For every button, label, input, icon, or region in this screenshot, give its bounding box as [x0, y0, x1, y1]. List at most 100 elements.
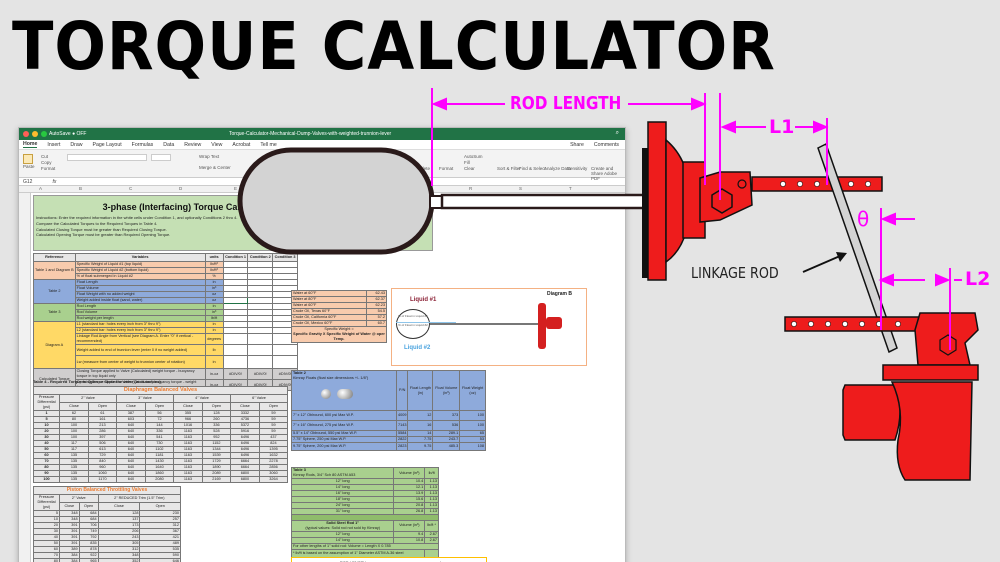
merge-center-button[interactable]: Merge & Center [199, 165, 231, 170]
tell-me-search[interactable]: Tell me [260, 141, 277, 148]
table1-note: Specific Weight =Specific Gravity X Spec… [291, 326, 387, 343]
table3-title: Table 3 [293, 468, 306, 473]
table2-title: Table 2 [293, 371, 306, 376]
tab-home[interactable]: Home [23, 141, 38, 148]
tab-formulas[interactable]: Formulas [131, 141, 154, 148]
torque-cell: 2080 [144, 476, 174, 483]
pressure-header: Pressure Differential (psi) [33, 394, 60, 411]
cut-button[interactable]: Cut [41, 154, 49, 159]
analyze-data-button[interactable]: Analyze Data [544, 166, 571, 171]
name-box[interactable]: G12 [23, 178, 33, 185]
lower-hex-nut-icon [939, 334, 957, 356]
dimension-callouts [431, 88, 962, 350]
comments-button[interactable]: Comments [593, 141, 619, 148]
col-b[interactable]: B [79, 186, 83, 191]
minimize-window-button[interactable] [32, 131, 38, 137]
linkage-rod-pointer [802, 255, 841, 273]
find-select-button[interactable]: Find & Select [519, 166, 546, 171]
torque-cell: 3264 [258, 476, 289, 483]
tab-draw[interactable]: Draw [70, 141, 83, 148]
ref-cell: Table 1 and Diagram B [33, 261, 76, 280]
table-row: * lb/ft is based on the assumption of 1"… [290, 548, 439, 558]
col-r[interactable]: R [469, 186, 473, 191]
autosave-toggle[interactable]: AutoSave ● OFF [49, 131, 87, 137]
rod-coupling [429, 195, 443, 209]
solid-rod-title: Solid Steel Rod 1" [326, 520, 360, 525]
valve-back-plate [642, 148, 648, 278]
instruction-line: Calculated Closing Torque must be greate… [36, 226, 167, 232]
table2: Table 2 Kimray Floats (float size dimens… [291, 370, 486, 451]
lw-label: Lw [440, 560, 445, 562]
valve-inlet [842, 384, 901, 441]
wrap-text-button[interactable]: Wrap Text [199, 154, 220, 159]
clear-button[interactable]: Clear [464, 166, 475, 171]
oblround-float-icon [337, 389, 353, 399]
close-window-button[interactable] [23, 131, 29, 137]
col-t[interactable]: T [569, 186, 572, 191]
paste-button[interactable]: Paste [23, 164, 35, 169]
col-s[interactable]: S [519, 186, 523, 191]
diagram-b-title: Diagram B [546, 291, 572, 297]
l1-callout: L1 [769, 116, 795, 138]
pressure-cell: 80 [33, 558, 60, 562]
font-size-select[interactable] [151, 154, 171, 161]
col-c[interactable]: C [129, 186, 133, 191]
sensitivity-button[interactable]: Sensitivity [567, 166, 588, 171]
trunnion-icon [546, 317, 562, 329]
float-images [321, 389, 395, 399]
float-shape [237, 147, 435, 255]
col-e[interactable]: E [234, 186, 238, 191]
sort-filter-button[interactable]: Sort & Filter [497, 166, 521, 171]
sphere-float-icon [321, 389, 331, 399]
search-icon[interactable]: ⌕ [615, 130, 619, 136]
tab-page-layout[interactable]: Page Layout [92, 141, 122, 148]
worksheet-grid[interactable]: 3-phase (Interfacing) Torque Calculator … [19, 193, 625, 562]
col-a[interactable]: A [39, 186, 43, 191]
fill-button[interactable]: Fill [464, 160, 470, 165]
volume-cell: 26.8 [393, 508, 426, 515]
units-cell: lb [204, 344, 224, 356]
share-button[interactable]: Share [570, 141, 584, 148]
lower-valve-flange [882, 364, 979, 381]
torque-cell: 1170 [87, 476, 117, 483]
col-header: Float Weight (oz) [459, 370, 486, 411]
create-share-pdf-button[interactable]: Create and Share Adobe PDF [591, 166, 618, 181]
bolt-icon [737, 179, 747, 189]
autosum-button[interactable]: AutoSum [464, 154, 483, 159]
torque-cell: 646 [139, 558, 181, 562]
tab-insert[interactable]: Insert [47, 141, 61, 148]
weight-cell: 108 [459, 442, 486, 451]
units-cell: in [204, 355, 224, 369]
copy-button[interactable]: Copy [41, 160, 52, 165]
font-name-select[interactable] [67, 154, 147, 161]
col-header: Float Length (in) [407, 370, 434, 411]
tab-review[interactable]: Review [184, 141, 202, 148]
rod-length-callout: ROD LENGTH [510, 93, 622, 114]
paste-icon[interactable] [23, 154, 33, 164]
col-d[interactable]: D [179, 186, 183, 191]
arrowhead-icon [836, 252, 847, 262]
zoom-window-button[interactable] [41, 131, 47, 137]
hero-title: TORQUE CALCULATOR [12, 8, 776, 85]
tab-view[interactable]: View [211, 141, 223, 148]
tab-acrobat[interactable]: Acrobat [232, 141, 251, 148]
linkage-rod-callout: LINKAGE ROD [691, 264, 779, 282]
format-painter-button[interactable]: Format [41, 166, 56, 171]
pn-cell: 2823 [395, 442, 409, 451]
pct1-label: % of Float in Liquid #1 [398, 314, 428, 318]
fx-icon[interactable]: fx [52, 178, 57, 185]
format-cells-button[interactable]: Format [439, 166, 454, 171]
tab-data[interactable]: Data [163, 141, 175, 148]
lower-valve-body [890, 381, 973, 481]
diagram-a: ROD LENGTH L1 Lw θ L2 LINKAGE ROD [291, 557, 487, 562]
